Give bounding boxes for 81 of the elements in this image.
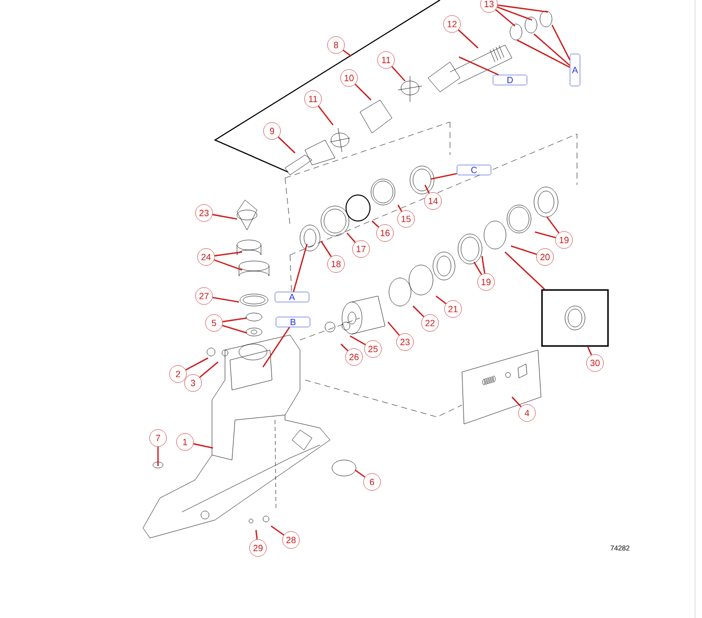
leader-line xyxy=(185,357,208,370)
callout-number: 17 xyxy=(352,240,370,258)
inset-frame xyxy=(541,289,609,347)
leader-line xyxy=(354,469,366,478)
leader-line xyxy=(340,344,348,352)
callout-number: 11 xyxy=(304,90,322,108)
callout-number: 16 xyxy=(376,224,394,242)
leader-line xyxy=(222,317,248,322)
leader-line xyxy=(436,295,446,304)
leader-line xyxy=(193,443,214,449)
callout-number: 24 xyxy=(197,248,215,266)
leader-line xyxy=(495,9,516,26)
leader-line xyxy=(388,322,400,336)
leader-line xyxy=(320,240,332,258)
leader-line xyxy=(504,252,545,290)
leader-line xyxy=(458,29,478,48)
callout-number: 5 xyxy=(205,314,223,332)
leader-line xyxy=(496,6,532,21)
callout-number: 2 xyxy=(169,365,187,383)
callout-number: 25 xyxy=(364,340,382,358)
callout-number: 23 xyxy=(195,204,213,222)
callout-number: 14 xyxy=(424,192,442,210)
leader-line xyxy=(391,66,406,82)
callout-number: 19 xyxy=(555,231,573,249)
leader-line xyxy=(412,306,424,318)
leader-line xyxy=(546,216,560,234)
leader-line xyxy=(498,4,548,13)
leader-line xyxy=(397,204,402,212)
leader-line xyxy=(270,525,284,536)
leader-line xyxy=(473,262,482,275)
callout-number: 8 xyxy=(327,36,345,54)
callout-number: 10 xyxy=(340,69,358,87)
leader-line xyxy=(292,244,308,292)
callout-number: 27 xyxy=(195,287,213,305)
callout-number: 21 xyxy=(444,300,462,318)
leader-line xyxy=(157,446,159,466)
leader-line xyxy=(534,34,570,66)
leader-line xyxy=(430,172,457,180)
callout-number: 18 xyxy=(327,255,345,273)
callout-number: 26 xyxy=(345,348,363,366)
leader-line xyxy=(424,184,430,194)
leader-line xyxy=(214,251,242,256)
leader-line xyxy=(512,396,522,408)
leader-line xyxy=(372,220,380,228)
callout-number: 7 xyxy=(149,429,167,447)
leader-line xyxy=(516,39,570,68)
callout-number: 9 xyxy=(263,122,281,140)
callout-number: 15 xyxy=(397,210,415,228)
leader-line xyxy=(551,24,570,60)
callout-number: 28 xyxy=(282,531,300,549)
leader-line xyxy=(587,346,592,356)
leader-line xyxy=(212,296,240,303)
leader-line xyxy=(214,259,242,271)
callout-number: 1 xyxy=(176,433,194,451)
callout-number: 22 xyxy=(421,314,439,332)
leader-line xyxy=(278,136,296,154)
callout-number: 30 xyxy=(586,354,604,372)
callout-number: 29 xyxy=(249,539,267,557)
leader-line xyxy=(510,245,537,255)
leader-line xyxy=(346,232,356,243)
callout-number: 23 xyxy=(396,333,414,351)
callout-number: 19 xyxy=(477,273,495,291)
leader-line xyxy=(212,214,238,220)
callout-number: 4 xyxy=(518,404,536,422)
leader-line xyxy=(342,50,352,57)
callout-number: 6 xyxy=(363,473,381,491)
leader-line xyxy=(318,106,334,126)
leader-line xyxy=(458,56,499,76)
callout-number: 13 xyxy=(480,0,498,13)
callout-number: 3 xyxy=(184,374,202,392)
leader-line xyxy=(222,324,248,334)
leader-line xyxy=(255,530,258,540)
callout-number: 12 xyxy=(443,15,461,33)
leader-line xyxy=(350,335,366,346)
leader-line xyxy=(534,231,556,238)
callout-number: 20 xyxy=(536,248,554,266)
leader-line xyxy=(354,84,372,100)
leader-line xyxy=(199,362,218,378)
callout-number: 11 xyxy=(377,51,395,69)
leader-line xyxy=(481,256,486,274)
leader-line xyxy=(262,326,290,368)
